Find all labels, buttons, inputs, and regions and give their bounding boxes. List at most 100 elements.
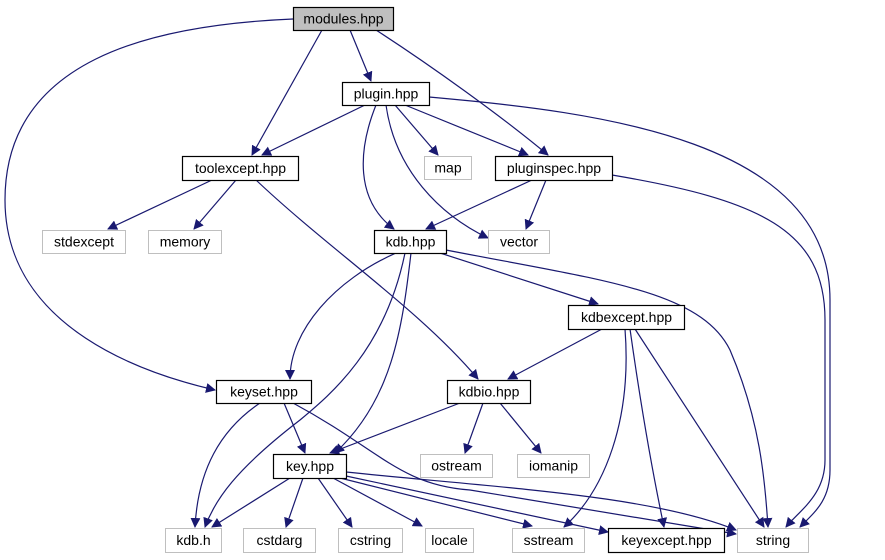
node-kdbh: kdb.h <box>165 528 222 553</box>
node-label: memory <box>160 234 211 250</box>
edge-kdbio-to-iomanip <box>499 402 542 454</box>
node-kdbio[interactable]: kdbio.hpp <box>446 379 532 405</box>
node-plugin[interactable]: plugin.hpp <box>341 81 431 107</box>
node-box <box>488 230 550 254</box>
edge-key-to-kdbh <box>211 477 291 528</box>
node-box <box>165 528 222 553</box>
edge-kdbexcept-to-keyexcept <box>629 328 668 528</box>
node-label: string <box>756 532 790 548</box>
edge-kdb-to-kdbh <box>203 252 406 528</box>
edge-modules-to-toolexcept <box>251 29 323 156</box>
node-keyset[interactable]: keyset.hpp <box>215 379 313 405</box>
node-label: ostream <box>431 458 482 474</box>
node-key[interactable]: key.hpp <box>272 453 348 480</box>
edge-key-to-cstdarg <box>284 477 304 528</box>
edge-kdbio-to-ostream <box>463 402 484 454</box>
node-box <box>446 379 532 405</box>
node-sstream: sstream <box>512 528 585 553</box>
node-label: vector <box>500 234 538 250</box>
node-ostream: ostream <box>420 454 493 478</box>
node-pluginspec[interactable]: pluginspec.hpp <box>494 155 614 182</box>
edge-kdbexcept-to-string <box>634 328 765 528</box>
node-vector: vector <box>488 230 550 254</box>
node-map: map <box>424 156 472 180</box>
edge-key-to-cstring <box>317 477 353 528</box>
node-memory: memory <box>148 230 222 254</box>
node-box <box>424 156 472 180</box>
edge-modules-to-pluginspec <box>375 29 549 156</box>
node-cstdarg: cstdarg <box>243 528 316 553</box>
node-toolexcept[interactable]: toolexcept.hpp <box>181 155 300 182</box>
nodes: modules.hpp plugin.hpp toolexcept.hpp map pl… <box>42 6 809 554</box>
node-keyexcept[interactable]: keyexcept.hpp <box>607 527 726 554</box>
node-string: string <box>737 528 809 553</box>
node-box <box>737 528 809 553</box>
node-kdbexcept[interactable]: kdbexcept.hpp <box>567 304 686 331</box>
edge-modules-to-plugin <box>349 29 373 82</box>
edge-plugin-to-string <box>428 96 831 528</box>
node-label: keyset.hpp <box>230 384 298 400</box>
node-label: key.hpp <box>286 458 334 474</box>
edge-pluginspec-to-kdb <box>425 179 533 230</box>
edge-key-to-keyexcept <box>345 475 609 536</box>
edge-kdb-to-key <box>334 252 412 454</box>
node-label: kdb.h <box>176 532 210 548</box>
node-box <box>420 454 493 478</box>
node-box <box>292 6 395 32</box>
node-box <box>607 527 726 554</box>
node-box <box>373 229 448 255</box>
node-label: cstring <box>350 532 391 548</box>
node-label: kdbio.hpp <box>459 384 520 400</box>
node-label: plugin.hpp <box>354 86 419 102</box>
node-box <box>494 155 614 182</box>
node-label: pluginspec.hpp <box>507 160 601 176</box>
node-box <box>341 81 431 107</box>
node-box <box>272 453 348 480</box>
node-iomanip: iomanip <box>517 454 590 478</box>
node-cstring: cstring <box>338 528 403 553</box>
node-label: sstream <box>524 532 574 548</box>
edge-kdbio-to-key <box>329 402 461 455</box>
node-box <box>42 230 126 254</box>
node-box <box>567 304 686 331</box>
edge-keyset-to-key <box>283 402 307 454</box>
node-label: stdexcept <box>54 234 114 250</box>
edge-plugin-to-vector <box>385 104 489 239</box>
node-box <box>517 454 590 478</box>
node-label: toolexcept.hpp <box>195 160 286 176</box>
node-box <box>243 528 316 553</box>
node-locale: locale <box>425 528 474 553</box>
node-label: map <box>434 160 461 176</box>
edge-key-to-locale <box>332 477 423 527</box>
node-kdb[interactable]: kdb.hpp <box>373 229 448 255</box>
edge-plugin-to-kdb <box>362 104 395 230</box>
node-label: keyexcept.hpp <box>621 532 711 548</box>
node-modules[interactable]: modules.hpp <box>292 6 395 32</box>
node-label: kdb.hpp <box>386 234 436 250</box>
edge-key-to-string <box>345 471 737 532</box>
node-box <box>215 379 313 405</box>
edge-plugin-to-map <box>394 104 439 156</box>
edges <box>4 18 831 538</box>
node-box <box>181 155 300 182</box>
node-label: locale <box>431 532 468 548</box>
edge-key-to-sstream <box>339 477 533 529</box>
node-box <box>338 528 403 553</box>
edge-keyset-to-kdbh <box>190 402 261 528</box>
edge-kdb-to-keyset <box>285 252 397 380</box>
node-label: modules.hpp <box>303 11 383 27</box>
edge-keyset-to-string <box>292 402 737 538</box>
node-box <box>512 528 585 553</box>
edge-modules-to-keyset <box>4 18 294 393</box>
node-label: kdbexcept.hpp <box>581 309 672 325</box>
edge-kdb-to-string <box>445 249 773 528</box>
node-box <box>425 528 474 553</box>
edge-plugin-to-toolexcept <box>261 104 366 156</box>
edge-pluginspec-to-vector <box>524 179 547 230</box>
edge-plugin-to-pluginspec <box>404 104 529 157</box>
node-stdexcept: stdexcept <box>42 230 126 254</box>
node-label: cstdarg <box>257 532 303 548</box>
node-label: iomanip <box>529 458 578 474</box>
edge-kdb-to-kdbexcept <box>439 252 599 306</box>
